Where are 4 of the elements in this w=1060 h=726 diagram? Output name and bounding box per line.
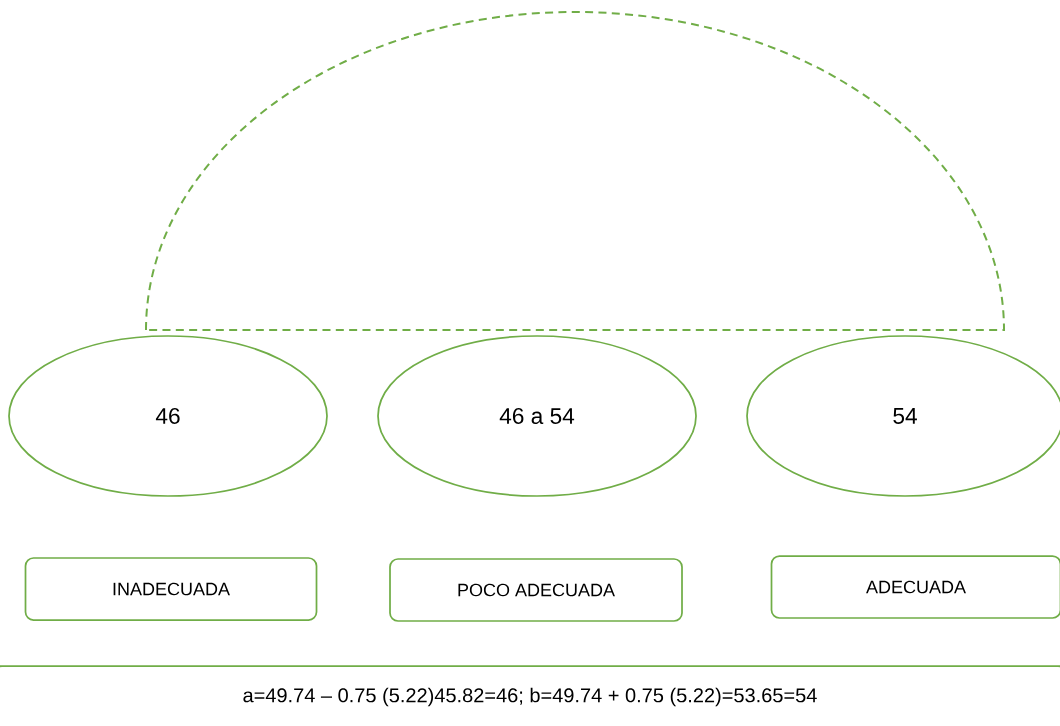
category-box: ADECUADA (770, 555, 1060, 619)
category-box: POCO ADECUADA (389, 558, 683, 622)
formula-box: a=49.74 – 0.75 (5.22)45.82=46; b=49.74 + 0.75 (5.22)=53.65=54 (0, 665, 1060, 726)
category-box: INADECUADA (24, 557, 318, 621)
